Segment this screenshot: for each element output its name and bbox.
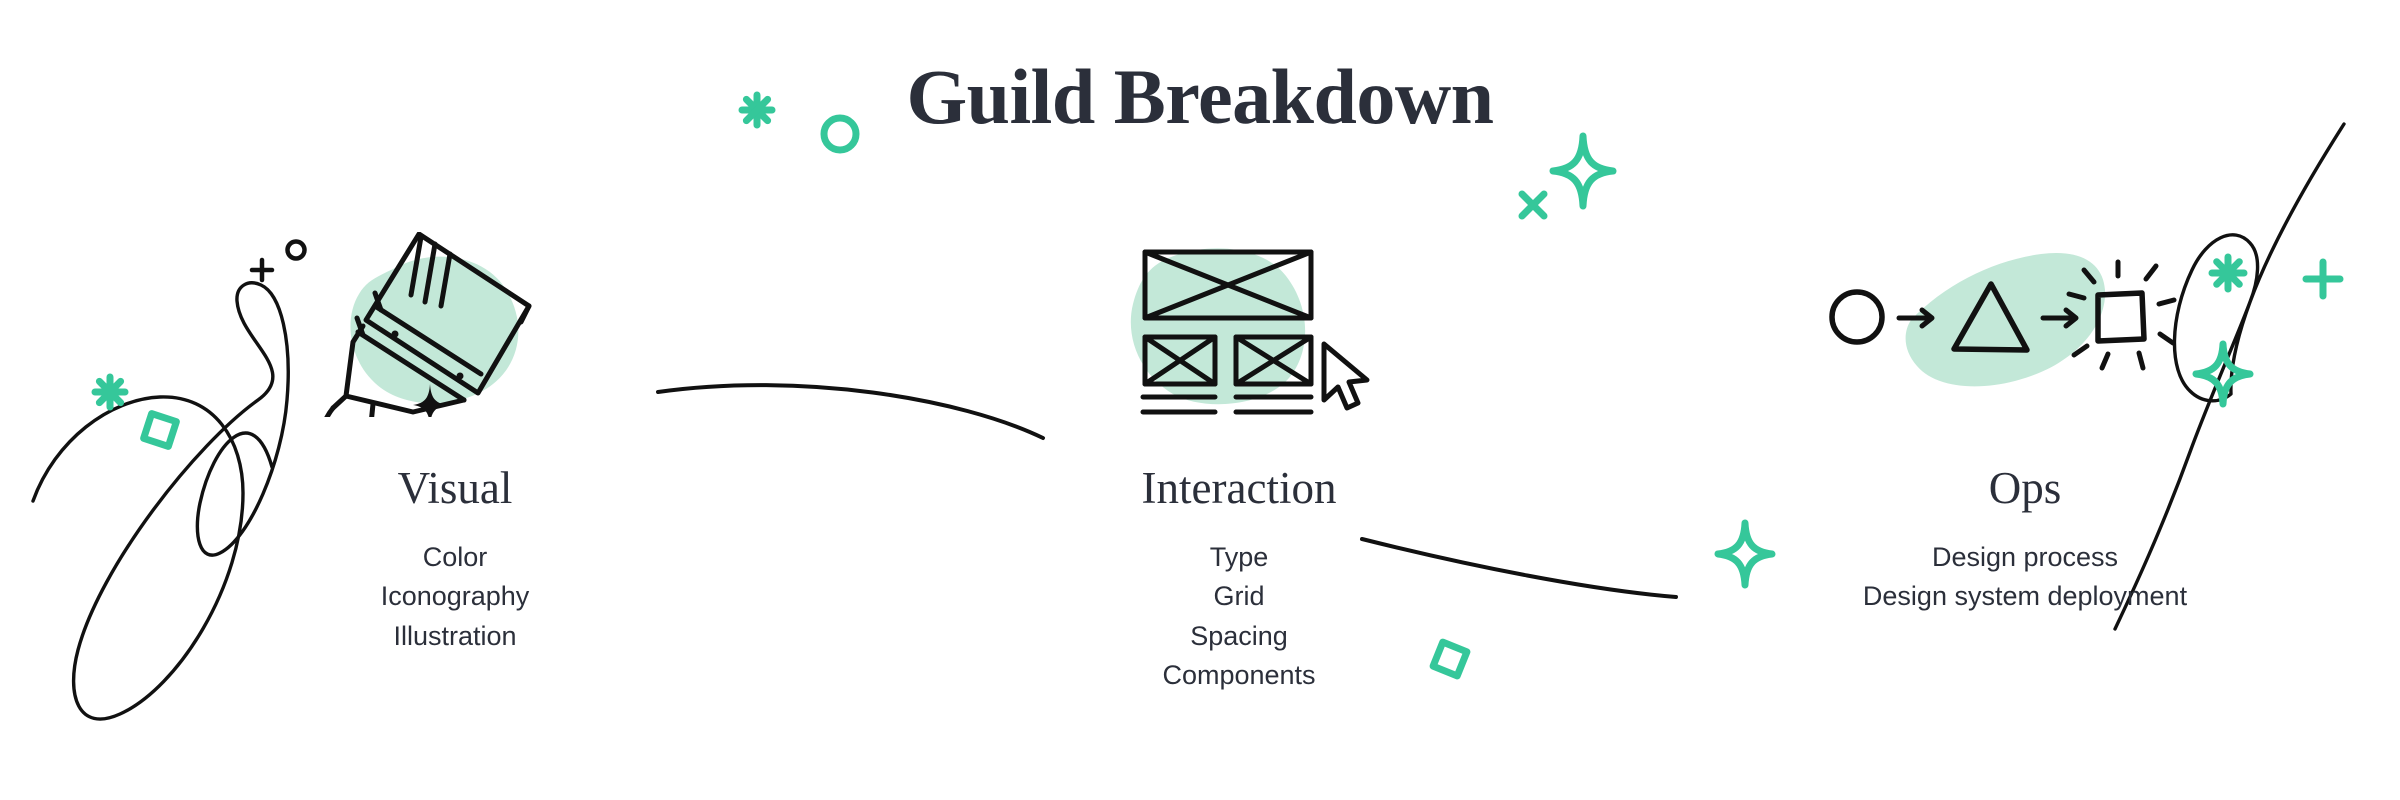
- shape-process-icon: [1829, 252, 2177, 387]
- wireframe-cursor-icon: [1130, 248, 1370, 415]
- diamond-far-left-icon: [140, 410, 180, 450]
- plus-near-paintbrush-icon: [249, 257, 275, 283]
- circle-shape: [1829, 289, 1885, 345]
- asterisk-far-left-icon: [91, 373, 129, 411]
- list-item: Spacing: [1190, 620, 1288, 651]
- arrow-2-icon: [2040, 307, 2079, 329]
- brush-body: [324, 232, 532, 417]
- list-item: Design system deployment: [1862, 581, 2188, 612]
- brush-dot-2: [456, 372, 464, 380]
- list-item: Grid: [1213, 581, 1265, 612]
- column-heading-visual: Visual: [397, 463, 513, 513]
- list-item: Iconography: [380, 581, 530, 612]
- brush-dot-1: [391, 330, 399, 338]
- mint-blob: [1905, 252, 2106, 387]
- wireframe-blocks: [1140, 249, 1314, 415]
- column-heading-interaction: Interaction: [1141, 463, 1337, 513]
- sparkle-right-of-title-icon: [1549, 132, 1617, 210]
- plus-far-right-icon: [2302, 258, 2344, 300]
- list-item: Type: [1209, 542, 1269, 573]
- shape-process-icon-wrap: [1815, 232, 2235, 417]
- triangle-shape: [1951, 281, 2030, 353]
- mint-blob: [1130, 248, 1306, 405]
- arrow-1-icon: [1896, 307, 1935, 329]
- column-items-interaction: Type Grid Spacing Components: [1029, 538, 1449, 695]
- column-interaction: Interaction Type Grid Spacing Components: [1029, 232, 1449, 695]
- square-shape: [2095, 290, 2147, 344]
- column-items-visual: Color Iconography Illustration: [245, 538, 665, 655]
- mint-blob: [350, 256, 519, 404]
- list-item: Components: [1162, 659, 1316, 690]
- list-item: Design process: [1931, 542, 2119, 573]
- list-item: Illustration: [393, 620, 517, 651]
- sparkle-left-of-ops-icon: [1714, 519, 1776, 589]
- x-mark-right-of-title-icon: [1518, 190, 1548, 220]
- column-ops: Ops Design process Design system deploym…: [1815, 232, 2235, 617]
- paintbrush-icon: [249, 232, 532, 417]
- wireframe-cursor-icon-wrap: [1029, 232, 1449, 417]
- page-title: Guild Breakdown: [906, 53, 1494, 140]
- circle-near-paintbrush-icon: [285, 239, 307, 261]
- column-heading-ops: Ops: [1988, 463, 2062, 513]
- connector-visual-interaction-icon: [656, 383, 1045, 440]
- sparkle-near-paintbrush-icon: [413, 384, 447, 417]
- cursor-arrow-icon: [1321, 341, 1370, 411]
- paintbrush-icon-wrap: [245, 232, 665, 417]
- shine-rays: [2066, 259, 2177, 371]
- list-item: Color: [422, 542, 488, 573]
- column-visual: Visual Color Iconography Illustration: [245, 232, 665, 656]
- column-items-ops: Design process Design system deployment: [1815, 538, 2235, 616]
